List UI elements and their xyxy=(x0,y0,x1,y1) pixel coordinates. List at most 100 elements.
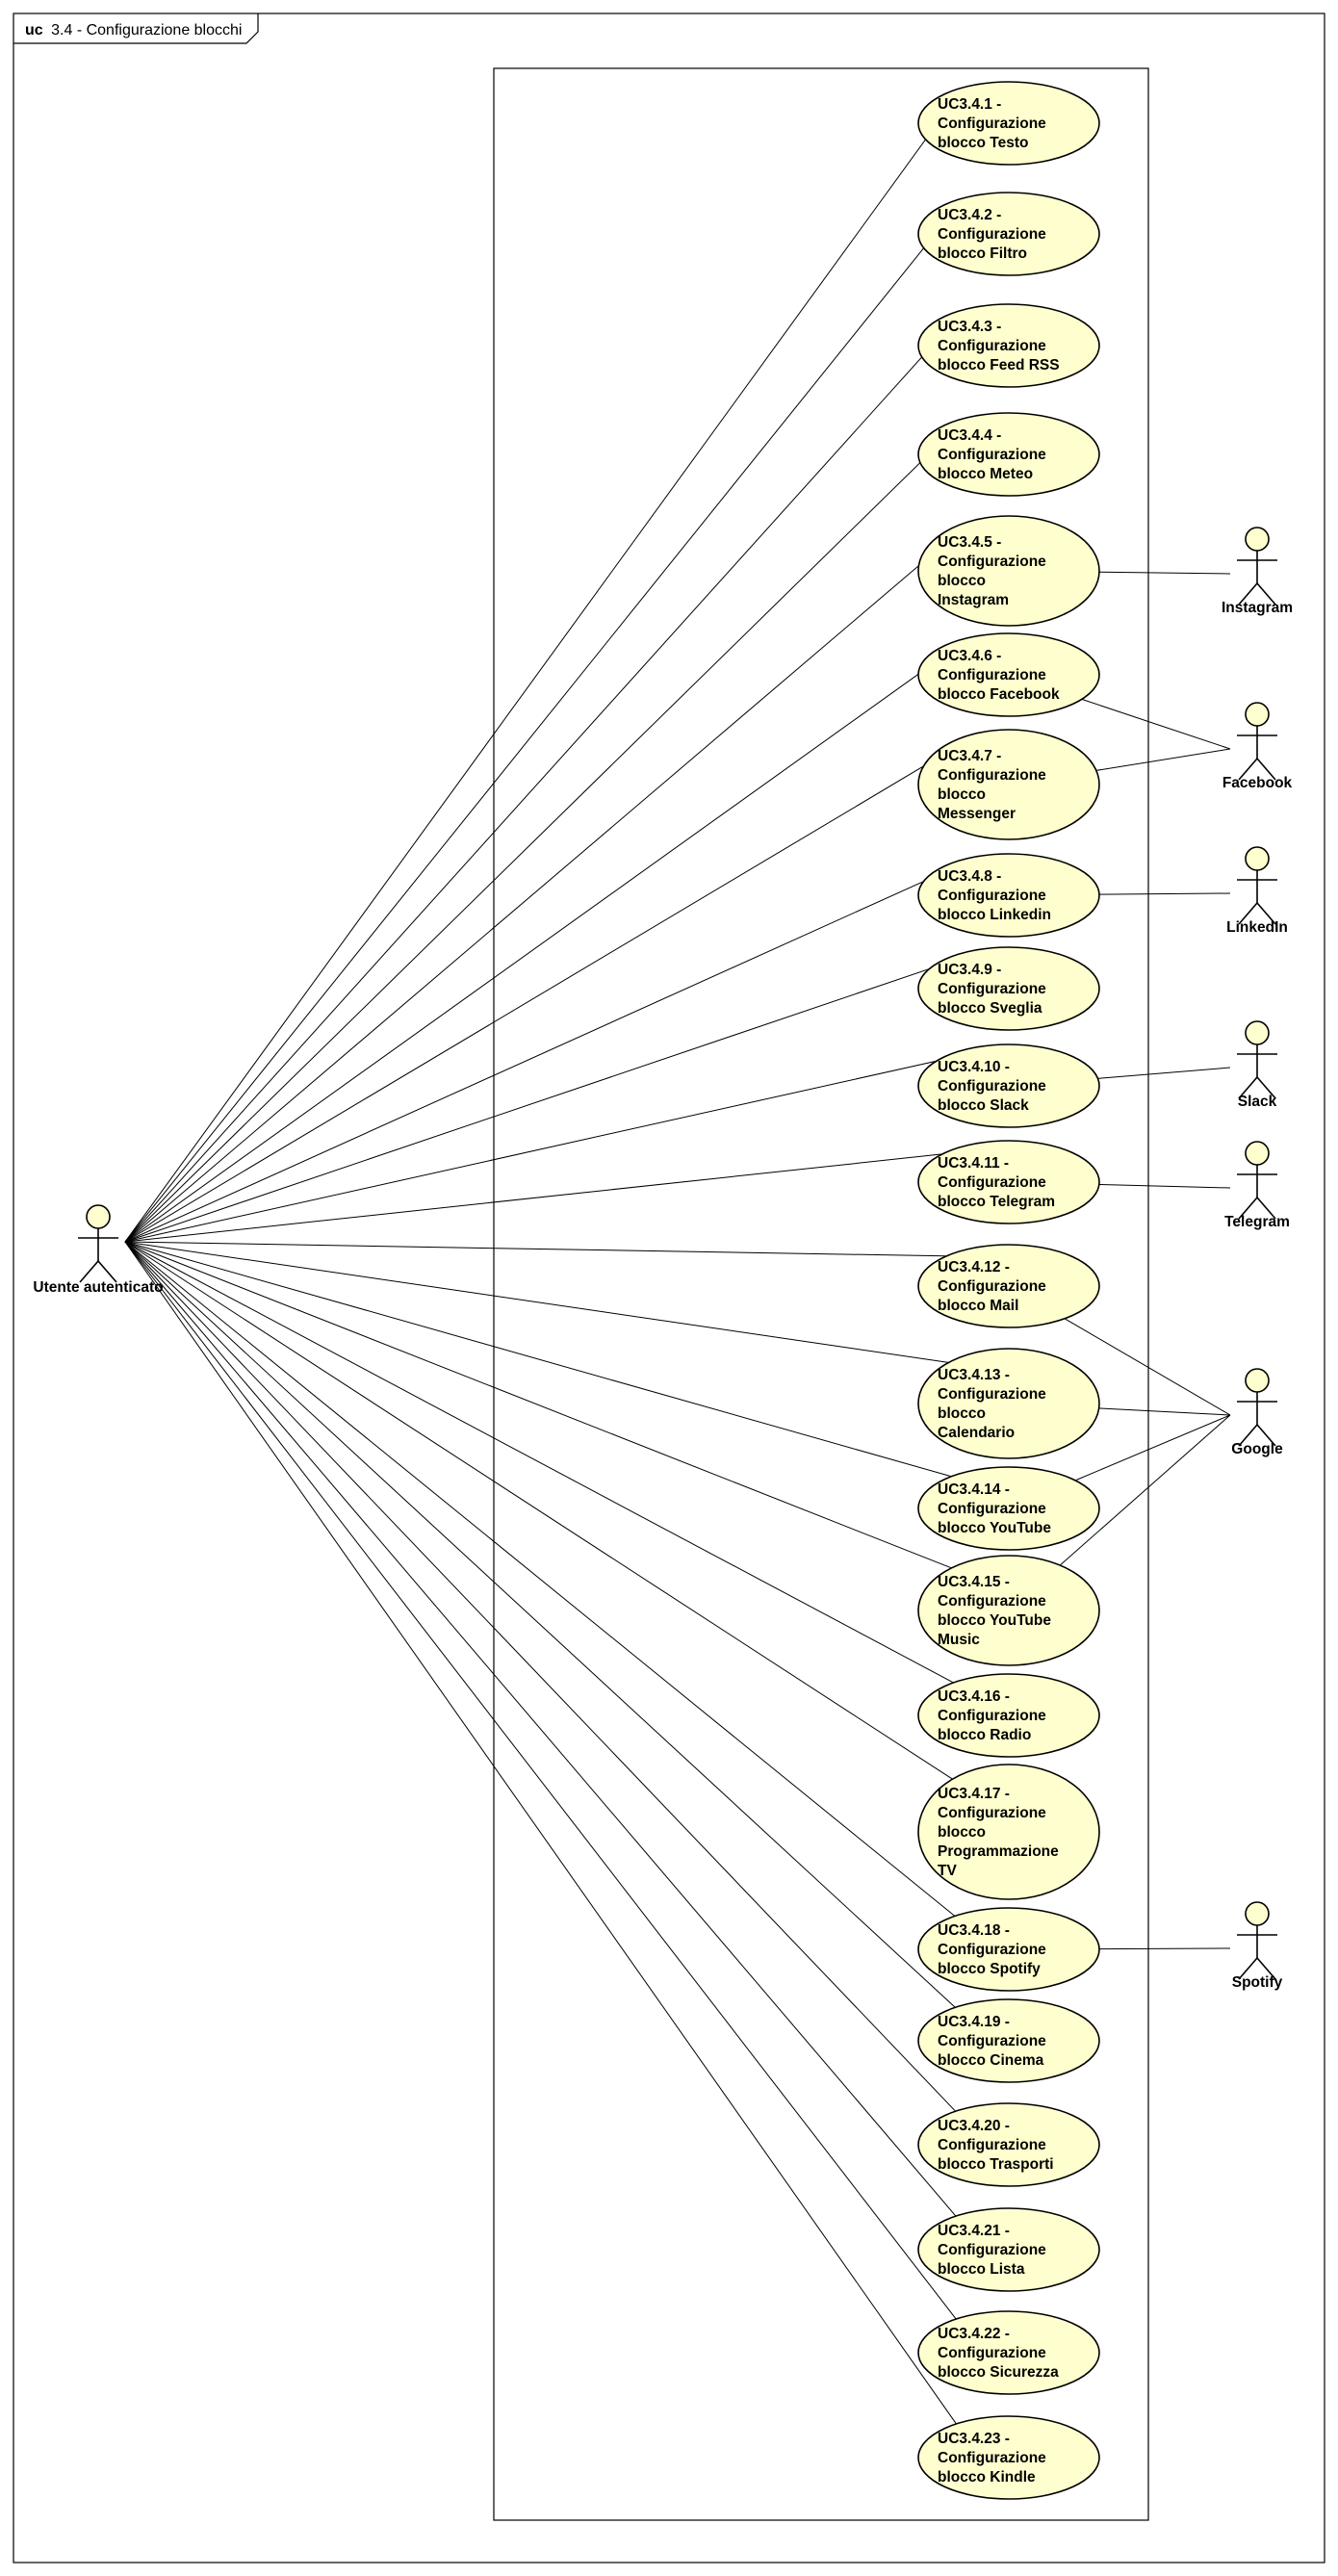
association-line-utente-uc2 xyxy=(124,203,960,1243)
use-case-label-line: UC3.4.7 - xyxy=(938,748,1001,764)
association-line-utente-uc6 xyxy=(124,644,960,1243)
association-line-utente-uc21 xyxy=(124,1241,960,2221)
use-case-ellipse xyxy=(917,412,1100,497)
use-case-ellipse xyxy=(917,1555,1100,1666)
use-case-label-line: UC3.4.4 - xyxy=(938,427,1001,444)
use-case-ellipse xyxy=(917,515,1100,627)
use-case-uc22[interactable]: UC3.4.22 - Configurazione blocco Sicurezza xyxy=(917,2310,1100,2395)
use-case-label-line: UC3.4.20 - xyxy=(938,2118,1010,2134)
actor-linkedin[interactable]: LinkedIn xyxy=(1226,846,1288,936)
use-case-label-line: blocco Radio xyxy=(938,1727,1031,1743)
use-case-label-line: Configurazione xyxy=(938,1805,1046,1821)
use-case-label-line: UC3.4.5 - xyxy=(938,534,1001,551)
actor-facebook[interactable]: Facebook xyxy=(1222,702,1293,791)
use-case-ellipse xyxy=(917,1907,1100,1992)
use-case-label-line: UC3.4.12 - xyxy=(938,1259,1010,1275)
use-case-label-line: Configurazione xyxy=(938,2242,1046,2258)
use-case-label-line: blocco Linkedin xyxy=(938,907,1051,923)
use-case-label-line: blocco Testo xyxy=(938,135,1028,151)
association-line-utente-uc19 xyxy=(124,1241,960,2012)
use-case-label-line: Configurazione xyxy=(938,981,1046,997)
actor-label: Utente autenticato xyxy=(33,1279,163,1296)
association-line-utente-uc1 xyxy=(124,92,960,1243)
use-case-label-line: Configurazione xyxy=(938,2137,1046,2153)
use-case-ellipse xyxy=(917,1673,1100,1758)
use-case-label-line: Configurazione xyxy=(938,2345,1046,2361)
use-case-uc17[interactable]: UC3.4.17 -ConfigurazionebloccoProgrammaz… xyxy=(917,1764,1100,1900)
association-line-utente-uc11 xyxy=(124,1151,960,1243)
actor-utente[interactable]: Utente autenticato xyxy=(33,1204,164,1296)
use-case-label-line: blocco Telegram xyxy=(938,1194,1055,1210)
actor-spotify[interactable]: Spotify xyxy=(1232,1901,1283,1991)
actor-instagram[interactable]: Instagram xyxy=(1222,527,1293,616)
association-line-utente-uc3 xyxy=(124,315,960,1243)
actor-figure-icon xyxy=(1237,527,1277,605)
use-case-label-line: Configurazione xyxy=(938,554,1046,570)
use-case-ellipse xyxy=(917,192,1100,276)
frame-title-text: 3.4 - Configurazione blocchi xyxy=(51,22,242,39)
association-line-utente-uc9 xyxy=(124,958,960,1243)
use-case-label-line: blocco Sicurezza xyxy=(938,2364,1059,2381)
use-case-label-line: UC3.4.16 - xyxy=(938,1688,1010,1705)
use-case-label-line: blocco Lista xyxy=(938,2261,1025,2278)
use-case-label-line: blocco xyxy=(938,1824,986,1841)
association-line-utente-uc13 xyxy=(124,1241,960,1365)
use-case-uc11[interactable]: UC3.4.11 - Configurazione blocco Telegram xyxy=(917,1140,1100,1224)
frame-title: uc 3.4 - Configurazione blocchi xyxy=(25,22,242,39)
use-case-label-line: Configurazione xyxy=(938,1386,1046,1403)
use-case-label-line: blocco xyxy=(938,786,986,803)
actor-figure-icon xyxy=(1237,1901,1277,1980)
actor-label: Instagram xyxy=(1222,600,1293,616)
use-case-ellipse xyxy=(917,2415,1100,2500)
actors: Utente autenticato InstagramFacebookLinke… xyxy=(33,527,1293,1991)
association-line-utente-uc4 xyxy=(124,424,960,1243)
use-case-label-line: blocco Feed RSS xyxy=(938,357,1060,374)
actor-telegram[interactable]: Telegram xyxy=(1224,1141,1290,1230)
use-case-label-line: blocco Cinema xyxy=(938,2052,1044,2069)
association-line-linkedin-uc8 xyxy=(1098,892,1231,895)
use-case-label-line: Configurazione xyxy=(938,1501,1046,1517)
use-case-label-line: blocco Kindle xyxy=(938,2469,1036,2486)
use-case-label-line: UC3.4.9 - xyxy=(938,962,1001,978)
association-line-utente-uc15 xyxy=(124,1241,960,1572)
use-case-label-line: UC3.4.10 - xyxy=(938,1059,1010,1075)
use-case-label-line: UC3.4.22 - xyxy=(938,2326,1010,2342)
actor-figure-icon xyxy=(1237,1141,1277,1220)
use-case-label-line: Configurazione xyxy=(938,1174,1046,1191)
use-case-label-line: blocco YouTube xyxy=(938,1612,1051,1629)
actor-slack[interactable]: Slack xyxy=(1237,1020,1277,1110)
use-case-label-line: UC3.4.11 - xyxy=(938,1155,1009,1172)
use-case-label-line: UC3.4.18 - xyxy=(938,1922,1010,1939)
association-line-spotify-uc18 xyxy=(1098,1947,1231,1950)
association-line-google-uc14 xyxy=(1074,1414,1231,1481)
use-case-ellipse xyxy=(917,632,1100,717)
association-line-utente-uc14 xyxy=(124,1241,960,1480)
actor-google[interactable]: Google xyxy=(1231,1368,1283,1457)
association-line-utente-uc5 xyxy=(124,530,960,1243)
use-case-label-line: Configurazione xyxy=(938,226,1046,243)
use-case-ellipse xyxy=(917,853,1100,938)
